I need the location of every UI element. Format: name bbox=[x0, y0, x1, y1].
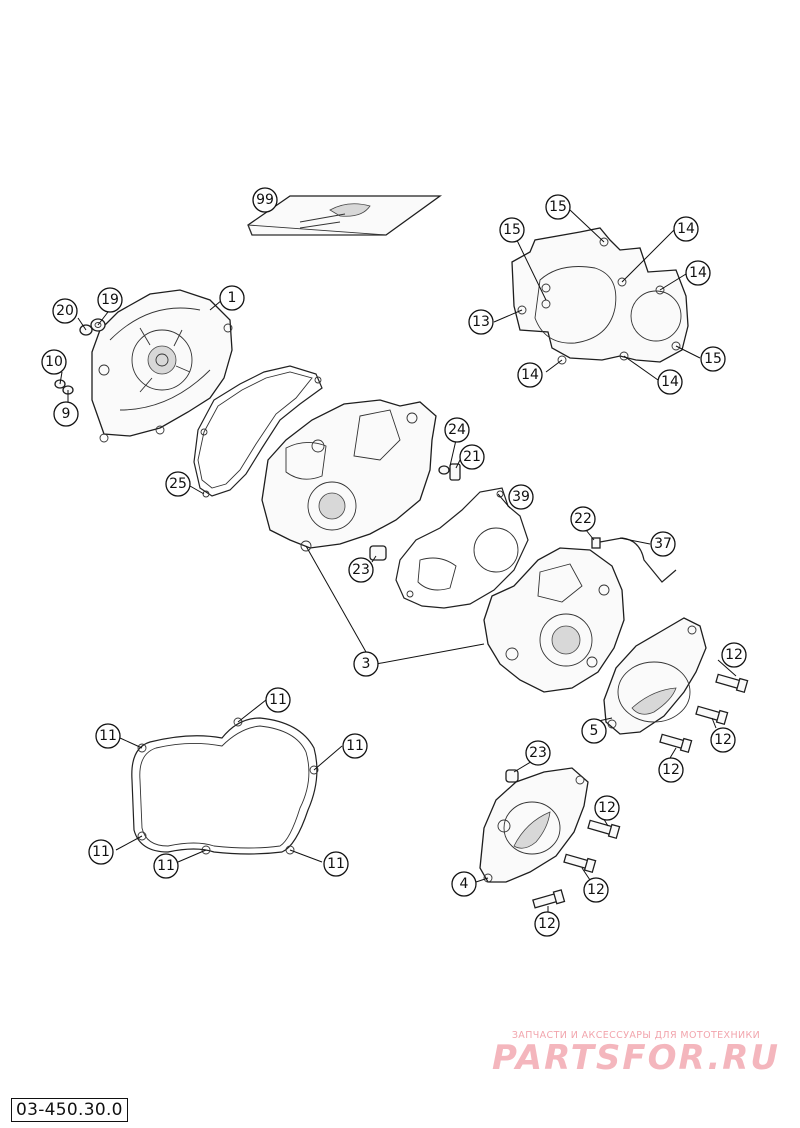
callout-5-label: 5 bbox=[590, 723, 599, 739]
callout-12d-label: 12 bbox=[598, 800, 616, 816]
part-1-clutch-cover bbox=[91, 289, 233, 443]
callout-11d-label: 11 bbox=[92, 844, 110, 860]
callout-12b-label: 12 bbox=[714, 732, 732, 748]
callout-9-label: 9 bbox=[62, 406, 71, 422]
callout-13: 13 bbox=[468, 309, 494, 335]
callout-14b-label: 14 bbox=[689, 265, 707, 281]
callout-12a-label: 12 bbox=[725, 647, 743, 663]
callout-12d: 12 bbox=[594, 795, 620, 821]
diagram-code: 03-450.30.0 bbox=[11, 1098, 128, 1122]
callout-11a: 11 bbox=[265, 687, 291, 713]
part-5-ignition-cover bbox=[603, 617, 707, 735]
part-4-water-pump-cover bbox=[479, 767, 589, 883]
callout-21: 21 bbox=[459, 444, 485, 470]
callout-11e: 11 bbox=[153, 853, 179, 879]
callout-20-label: 20 bbox=[56, 303, 74, 319]
callout-12b: 12 bbox=[710, 727, 736, 753]
callout-3-label: 3 bbox=[362, 656, 371, 672]
callout-12a: 12 bbox=[721, 642, 747, 668]
callout-4: 4 bbox=[451, 871, 477, 897]
callout-5: 5 bbox=[581, 718, 607, 744]
watermark-tagline: ЗАПЧАСТИ И АКСЕССУАРЫ ДЛЯ МОТОТЕХНИКИ bbox=[511, 1030, 761, 1041]
callout-39: 39 bbox=[508, 484, 534, 510]
callout-22: 22 bbox=[570, 506, 596, 532]
callout-24: 24 bbox=[444, 417, 470, 443]
callout-37-label: 37 bbox=[654, 536, 672, 552]
callout-15c: 15 bbox=[700, 346, 726, 372]
callout-14d-label: 14 bbox=[661, 374, 679, 390]
callout-11a-label: 11 bbox=[269, 692, 287, 708]
callout-1-label: 1 bbox=[228, 290, 237, 306]
callout-11c-label: 11 bbox=[346, 738, 364, 754]
callout-15b: 15 bbox=[545, 194, 571, 220]
callout-99-label: 99 bbox=[256, 192, 274, 208]
callout-15a: 15 bbox=[499, 217, 525, 243]
part-3-crankcase-right bbox=[483, 547, 625, 693]
watermark: ЗАПЧАСТИ И АКСЕССУАРЫ ДЛЯ МОТОТЕХНИКИ PA… bbox=[486, 1030, 786, 1077]
callout-23b-label: 23 bbox=[529, 745, 547, 761]
callout-12c: 12 bbox=[658, 757, 684, 783]
callout-14b: 14 bbox=[685, 260, 711, 286]
part-3-crankcase-left bbox=[261, 399, 437, 552]
part-11-gasket bbox=[131, 717, 319, 855]
callout-22-label: 22 bbox=[574, 511, 592, 527]
callout-19: 19 bbox=[97, 287, 123, 313]
callout-11b-label: 11 bbox=[99, 728, 117, 744]
callout-20: 20 bbox=[52, 298, 78, 324]
callout-11d: 11 bbox=[88, 839, 114, 865]
callout-15a-label: 15 bbox=[503, 222, 521, 238]
callout-13-label: 13 bbox=[472, 314, 490, 330]
callout-4-label: 4 bbox=[460, 876, 469, 892]
callout-1: 1 bbox=[219, 285, 245, 311]
leader-lines bbox=[59, 209, 737, 912]
callout-19-label: 19 bbox=[101, 292, 119, 308]
part-99-sticker-sheet bbox=[247, 195, 443, 236]
callout-23b: 23 bbox=[525, 740, 551, 766]
callout-37: 37 bbox=[650, 531, 676, 557]
callout-23a-label: 23 bbox=[352, 562, 370, 578]
callouts: 99 15 15 14 14 13 14 14 15 20 19 1 10 9 … bbox=[41, 187, 747, 937]
callout-25-label: 25 bbox=[169, 476, 187, 492]
callout-14c: 14 bbox=[517, 362, 543, 388]
gasket-top-right bbox=[511, 227, 689, 365]
callout-39-label: 39 bbox=[512, 489, 530, 505]
callout-14d: 14 bbox=[657, 369, 683, 395]
callout-12f-label: 12 bbox=[538, 916, 556, 932]
watermark-brand: PARTSFOR.RU bbox=[491, 1038, 781, 1078]
callout-24-label: 24 bbox=[448, 422, 466, 438]
callout-11b: 11 bbox=[95, 723, 121, 749]
callout-11e-label: 11 bbox=[157, 858, 175, 874]
callout-11f-label: 11 bbox=[327, 856, 345, 872]
callout-21-label: 21 bbox=[463, 449, 481, 465]
callout-11c: 11 bbox=[342, 733, 368, 759]
callout-10: 10 bbox=[41, 349, 67, 375]
part-12-bolts bbox=[532, 673, 749, 909]
callout-14a-label: 14 bbox=[677, 221, 695, 237]
callout-15c-label: 15 bbox=[704, 351, 722, 367]
callout-11f: 11 bbox=[323, 851, 349, 877]
callout-25: 25 bbox=[165, 471, 191, 497]
callout-12e-label: 12 bbox=[587, 882, 605, 898]
callout-9: 9 bbox=[53, 401, 79, 427]
callout-10-label: 10 bbox=[45, 354, 63, 370]
callout-3: 3 bbox=[353, 651, 379, 677]
callout-14a: 14 bbox=[673, 216, 699, 242]
callout-14c-label: 14 bbox=[521, 367, 539, 383]
callout-12f: 12 bbox=[534, 911, 560, 937]
callout-15b-label: 15 bbox=[549, 199, 567, 215]
callout-99: 99 bbox=[252, 187, 278, 213]
part-39-gasket bbox=[395, 487, 529, 609]
callout-12e: 12 bbox=[583, 877, 609, 903]
part-25-gasket bbox=[193, 365, 323, 498]
callout-12c-label: 12 bbox=[662, 762, 680, 778]
callout-23a: 23 bbox=[348, 557, 374, 583]
